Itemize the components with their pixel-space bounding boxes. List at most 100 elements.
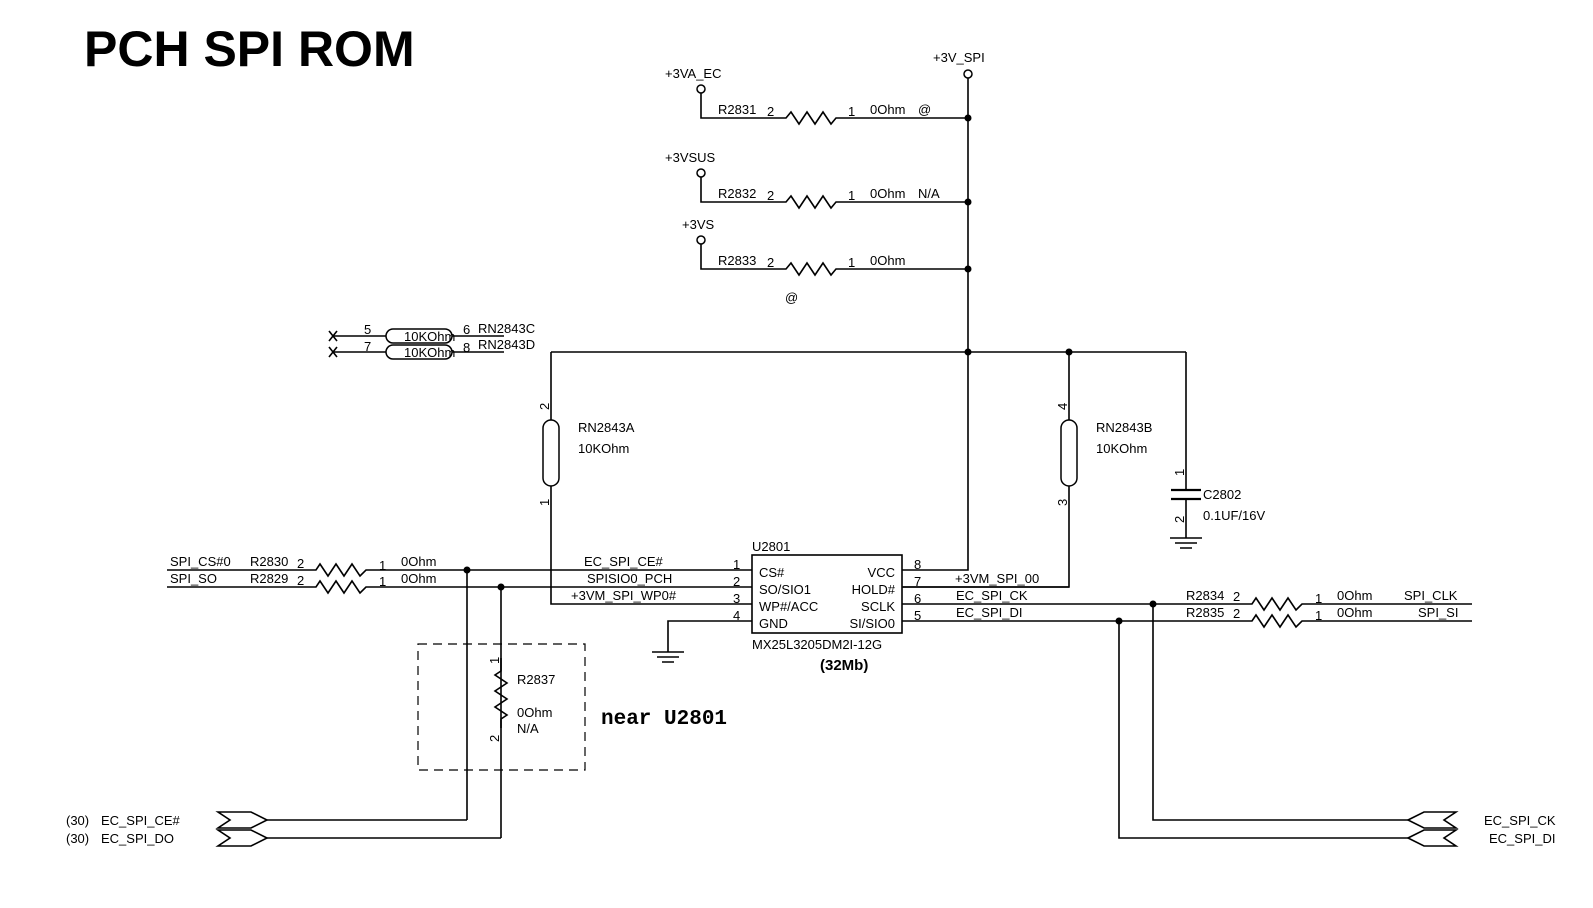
r2837-note: N/A bbox=[517, 721, 539, 736]
r2830-pin2: 2 bbox=[297, 556, 304, 571]
spi-clk-label: SPI_CLK bbox=[1404, 588, 1458, 603]
net-spisio0-label: SPISIO0_PCH bbox=[587, 571, 672, 586]
c2802-capacitor: 1 2 C2802 0.1UF/16V bbox=[1170, 352, 1265, 549]
r2837-pin1: 1 bbox=[487, 657, 502, 664]
c2802-pin1: 1 bbox=[1172, 469, 1187, 476]
r2832-resistor: +3VSUS R2832 2 1 0Ohm N/A bbox=[665, 150, 972, 210]
rn2843b-ref: RN2843B bbox=[1096, 420, 1152, 435]
r2831-pin2: 2 bbox=[767, 104, 774, 119]
c2802-value: 0.1UF/16V bbox=[1203, 508, 1265, 523]
br-sig1: EC_SPI_CK bbox=[1484, 813, 1556, 828]
net-spi-wp0-label: +3VM_SPI_WP0# bbox=[571, 588, 677, 603]
r2833-value: 0Ohm bbox=[870, 253, 905, 268]
r2831-ref: R2831 bbox=[718, 102, 756, 117]
spi-cs0-label: SPI_CS#0 bbox=[170, 554, 231, 569]
r2837-ref: R2837 bbox=[517, 672, 555, 687]
rn2843b-value: 10KOhm bbox=[1096, 441, 1147, 456]
c2802-pin2: 2 bbox=[1172, 516, 1187, 523]
rn2843c-ref: RN2843C bbox=[478, 321, 535, 336]
ec-spi-ck-wire bbox=[916, 596, 1472, 612]
r2829-pin1: 1 bbox=[379, 574, 386, 589]
r2834-value: 0Ohm bbox=[1337, 588, 1372, 603]
rn2843d-resistor: 7 8 10KOhm RN2843D bbox=[328, 337, 535, 360]
page-title: PCH SPI ROM bbox=[84, 21, 415, 77]
offpage-ec-spi-di: EC_SPI_DI bbox=[1406, 829, 1555, 847]
net-ec-spi-ce-label: EC_SPI_CE# bbox=[584, 554, 664, 569]
r2835-pin1: 1 bbox=[1315, 608, 1322, 623]
r2831-resistor: +3VA_EC R2831 2 1 0Ohm @ bbox=[665, 66, 972, 126]
rn2843b-pin3: 3 bbox=[1055, 499, 1070, 506]
r2835-resistor: R2835 2 1 0Ohm SPI_SI bbox=[1186, 605, 1458, 623]
r2831-pin1: 1 bbox=[848, 104, 855, 119]
u2801-pin7-name: HOLD# bbox=[852, 582, 896, 597]
v3-spi-label: +3V_SPI bbox=[933, 50, 985, 65]
u2801-pin7-num: 7 bbox=[914, 574, 921, 589]
u2801-pin6-num: 6 bbox=[914, 591, 921, 606]
r2832-pin2: 2 bbox=[767, 188, 774, 203]
u2801-pin4-num: 4 bbox=[733, 608, 740, 623]
r2837-resistor: 1 2 R2837 0Ohm N/A bbox=[487, 657, 555, 742]
r2837-value: 0Ohm bbox=[517, 705, 552, 720]
u2801-pin3-name: WP#/ACC bbox=[759, 599, 818, 614]
r2829-resistor: SPI_SO R2829 2 1 0Ohm SPISIO0_PCH bbox=[167, 571, 738, 595]
br-sig2: EC_SPI_DI bbox=[1489, 831, 1555, 846]
u2801-pin3-num: 3 bbox=[733, 591, 740, 606]
u2801-pin1-num: 1 bbox=[733, 557, 740, 572]
r2835-ref: R2835 bbox=[1186, 605, 1224, 620]
u2801-pin5-name: SI/SIO0 bbox=[849, 616, 895, 631]
rn2843a-ref: RN2843A bbox=[578, 420, 635, 435]
r2834-pin1: 1 bbox=[1315, 591, 1322, 606]
rn2843d-pin8: 8 bbox=[463, 340, 470, 355]
rn2843c-value: 10KOhm bbox=[404, 329, 455, 344]
u2801-part: MX25L3205DM2I-12G bbox=[752, 637, 882, 652]
r2831-note: @ bbox=[918, 102, 931, 117]
r2833-resistor: +3VS R2833 2 1 0Ohm @ bbox=[682, 217, 972, 305]
r2829-ref: R2829 bbox=[250, 571, 288, 586]
rn2843c-pin6: 6 bbox=[463, 322, 470, 337]
u2801-size: (32Mb) bbox=[820, 657, 868, 674]
u2801-pin6-name: SCLK bbox=[861, 599, 895, 614]
u2801-pin2-num: 2 bbox=[733, 574, 740, 589]
near-u2801-note: near U2801 bbox=[601, 708, 727, 731]
r2830-value: 0Ohm bbox=[401, 554, 436, 569]
r2834-pin2: 2 bbox=[1233, 589, 1240, 604]
v3va-ec-label: +3VA_EC bbox=[665, 66, 722, 81]
v3vs-label: +3VS bbox=[682, 217, 714, 232]
u2801-pin4-name: GND bbox=[759, 616, 788, 631]
r2834-ref: R2834 bbox=[1186, 588, 1224, 603]
r2835-value: 0Ohm bbox=[1337, 605, 1372, 620]
r2835-pin2: 2 bbox=[1233, 606, 1240, 621]
r2832-value: 0Ohm bbox=[870, 186, 905, 201]
offpage-ec-spi-ce: (30) EC_SPI_CE# bbox=[66, 811, 467, 829]
r2829-pin2: 2 bbox=[297, 573, 304, 588]
r2833-ref: R2833 bbox=[718, 253, 756, 268]
u2801-chip: U2801 MX25L3205DM2I-12G (32Mb) CS# SO/SI… bbox=[733, 539, 921, 674]
r2830-resistor: SPI_CS#0 R2830 2 1 0Ohm EC_SPI_CE# bbox=[167, 554, 738, 578]
net-spi-00-label: +3VM_SPI_00 bbox=[955, 571, 1039, 586]
rn2843a-pin2: 2 bbox=[537, 403, 552, 410]
v3vsus-label: +3VSUS bbox=[665, 150, 716, 165]
bl-sig2: EC_SPI_DO bbox=[101, 831, 174, 846]
rn2843d-pin7: 7 bbox=[364, 339, 371, 354]
rn2843a-resistor: 2 1 RN2843A 10KOhm bbox=[537, 352, 738, 605]
u2801-pin8-num: 8 bbox=[914, 557, 921, 572]
r2832-ref: R2832 bbox=[718, 186, 756, 201]
r2832-note: N/A bbox=[918, 186, 940, 201]
rn2843a-pin1: 1 bbox=[537, 499, 552, 506]
u2801-pin2-name: SO/SIO1 bbox=[759, 582, 811, 597]
u2801-pin8-name: VCC bbox=[868, 565, 895, 580]
rn2843d-ref: RN2843D bbox=[478, 337, 535, 352]
r2833-note: @ bbox=[785, 290, 798, 305]
r2830-pin1: 1 bbox=[379, 558, 386, 573]
rn2843b-pin4: 4 bbox=[1055, 403, 1070, 410]
offpage-ec-spi-do: (30) EC_SPI_DO bbox=[66, 829, 501, 847]
r2833-pin1: 1 bbox=[848, 255, 855, 270]
offpage-ec-spi-ck: EC_SPI_CK bbox=[1406, 811, 1556, 829]
r2833-pin2: 2 bbox=[767, 255, 774, 270]
ec-spi-di-wire bbox=[916, 613, 1472, 629]
vcc-wire bbox=[916, 352, 969, 571]
u2801-ref: U2801 bbox=[752, 539, 790, 554]
u2801-gnd bbox=[652, 620, 738, 663]
v3-spi-rail: +3V_SPI bbox=[933, 50, 985, 352]
